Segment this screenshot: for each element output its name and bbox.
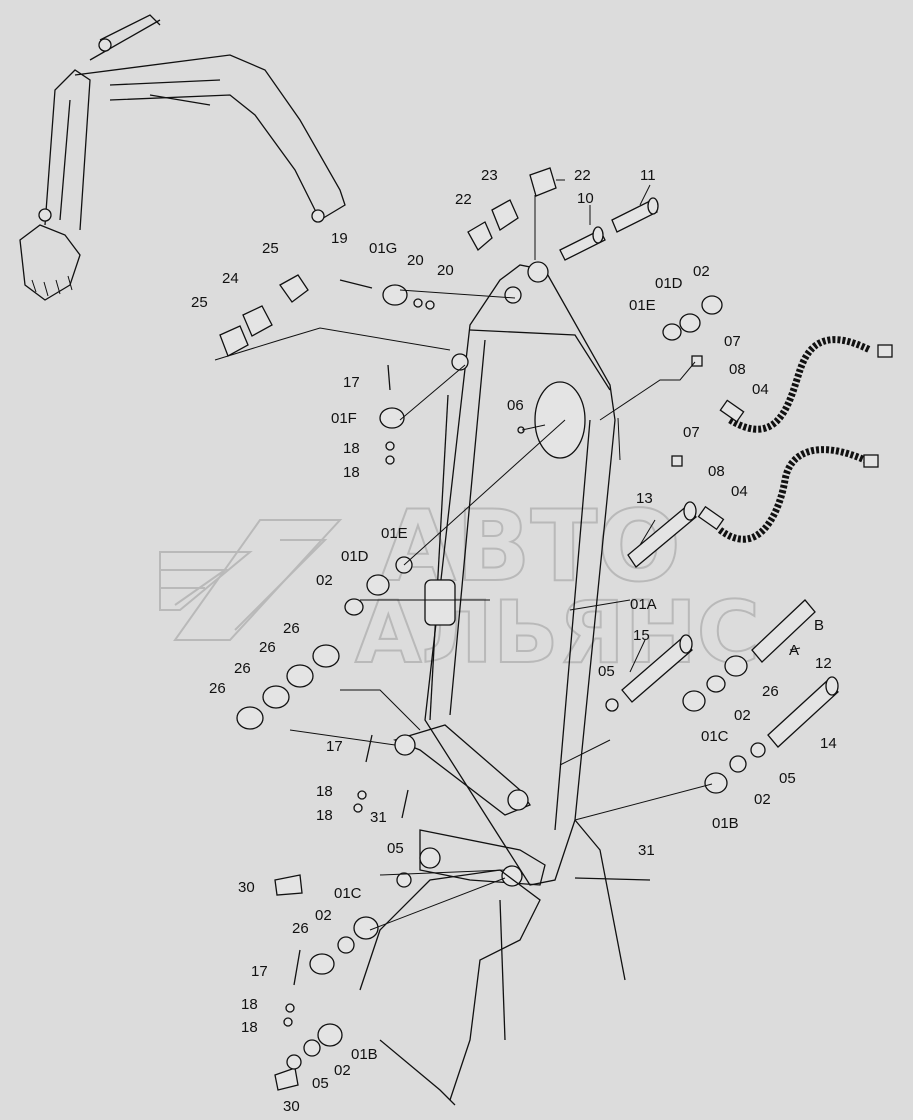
callout-25b: 25 bbox=[191, 294, 208, 311]
callout-05b: 05 bbox=[779, 770, 796, 787]
callout-20a: 20 bbox=[407, 252, 424, 269]
callout-18a: 18 bbox=[343, 440, 360, 457]
callout-04b: 04 bbox=[731, 483, 748, 500]
callout-30a: 30 bbox=[238, 879, 255, 896]
pins bbox=[274, 197, 839, 1091]
callout-05a: 05 bbox=[598, 663, 615, 680]
callout-01E-top: 01E bbox=[629, 297, 656, 314]
callout-26c: 26 bbox=[234, 660, 251, 677]
callout-01D-mid: 01D bbox=[341, 548, 369, 565]
leader-lines bbox=[214, 179, 801, 931]
small-parts bbox=[219, 167, 766, 1070]
callout-22: 22 bbox=[455, 191, 472, 208]
callout-01G: 01G bbox=[369, 240, 397, 257]
callout-19: 19 bbox=[331, 230, 348, 247]
callout-07b: 07 bbox=[683, 424, 700, 441]
callout-11: 11 bbox=[640, 167, 656, 184]
callout-30b: 30 bbox=[283, 1098, 300, 1115]
watermark: АВТО АЛЬЯНС bbox=[159, 489, 761, 684]
excavator-overview bbox=[19, 14, 346, 301]
callout-10: 10 bbox=[577, 190, 594, 207]
callout-13: 13 bbox=[636, 490, 653, 507]
callout-20b: 20 bbox=[437, 262, 454, 279]
callout-18c: 18 bbox=[316, 783, 333, 800]
callout-12: 12 bbox=[815, 655, 832, 672]
callout-17a: 17 bbox=[343, 374, 360, 391]
callout-07a: 07 bbox=[724, 333, 741, 350]
callout-02e: 02 bbox=[334, 1062, 351, 1079]
callout-06: 06 bbox=[507, 397, 524, 414]
callout-02-top: 02 bbox=[693, 263, 710, 280]
callout-04a: 04 bbox=[752, 381, 769, 398]
callout-26f: 26 bbox=[292, 920, 309, 937]
callout-31a: 31 bbox=[370, 809, 387, 826]
callout-26e: 26 bbox=[762, 683, 779, 700]
callout-26d: 26 bbox=[209, 680, 226, 697]
callout-26a: 26 bbox=[283, 620, 300, 637]
callout-08b: 08 bbox=[708, 463, 725, 480]
callout-B: B bbox=[814, 617, 824, 634]
callout-05d: 05 bbox=[312, 1075, 329, 1092]
callout-23: 23 bbox=[481, 167, 498, 184]
callout-18b: 18 bbox=[343, 464, 360, 481]
callout-01B-low: 01B bbox=[351, 1046, 378, 1063]
watermark-line2: АЛЬЯНС bbox=[355, 583, 760, 683]
arm-body bbox=[359, 261, 626, 1106]
callout-24: 24 bbox=[222, 270, 239, 287]
callouts: 10 11 22 23 22 19 01G 20 20 25 24 25 01D… bbox=[191, 167, 837, 1115]
callout-01A: 01A bbox=[630, 596, 657, 613]
callout-18e: 18 bbox=[241, 996, 258, 1013]
callout-08a: 08 bbox=[729, 361, 746, 378]
callout-18d: 18 bbox=[316, 807, 333, 824]
callout-17b: 17 bbox=[326, 738, 343, 755]
callout-02b: 02 bbox=[734, 707, 751, 724]
callout-17c: 17 bbox=[251, 963, 268, 980]
hoses bbox=[671, 336, 893, 543]
callout-01C-low: 01C bbox=[334, 885, 362, 902]
callout-05c: 05 bbox=[387, 840, 404, 857]
callout-26b: 26 bbox=[259, 639, 276, 656]
callout-02c: 02 bbox=[754, 791, 771, 808]
callout-01C: 01C bbox=[701, 728, 729, 745]
callout-02d: 02 bbox=[315, 907, 332, 924]
callout-22-top: 22 bbox=[574, 167, 591, 184]
callout-01F: 01F bbox=[331, 410, 357, 427]
callout-14: 14 bbox=[820, 735, 837, 752]
watermark-emblem bbox=[159, 519, 343, 641]
callout-15: 15 bbox=[633, 627, 650, 644]
callout-02-mid: 02 bbox=[316, 572, 333, 589]
callout-25a: 25 bbox=[262, 240, 279, 257]
callout-01D-top: 01D bbox=[655, 275, 683, 292]
callout-A: A bbox=[789, 642, 799, 659]
callout-01B: 01B bbox=[712, 815, 739, 832]
callout-18f: 18 bbox=[241, 1019, 258, 1036]
callout-01E-mid: 01E bbox=[381, 525, 408, 542]
callout-31b: 31 bbox=[638, 842, 655, 859]
